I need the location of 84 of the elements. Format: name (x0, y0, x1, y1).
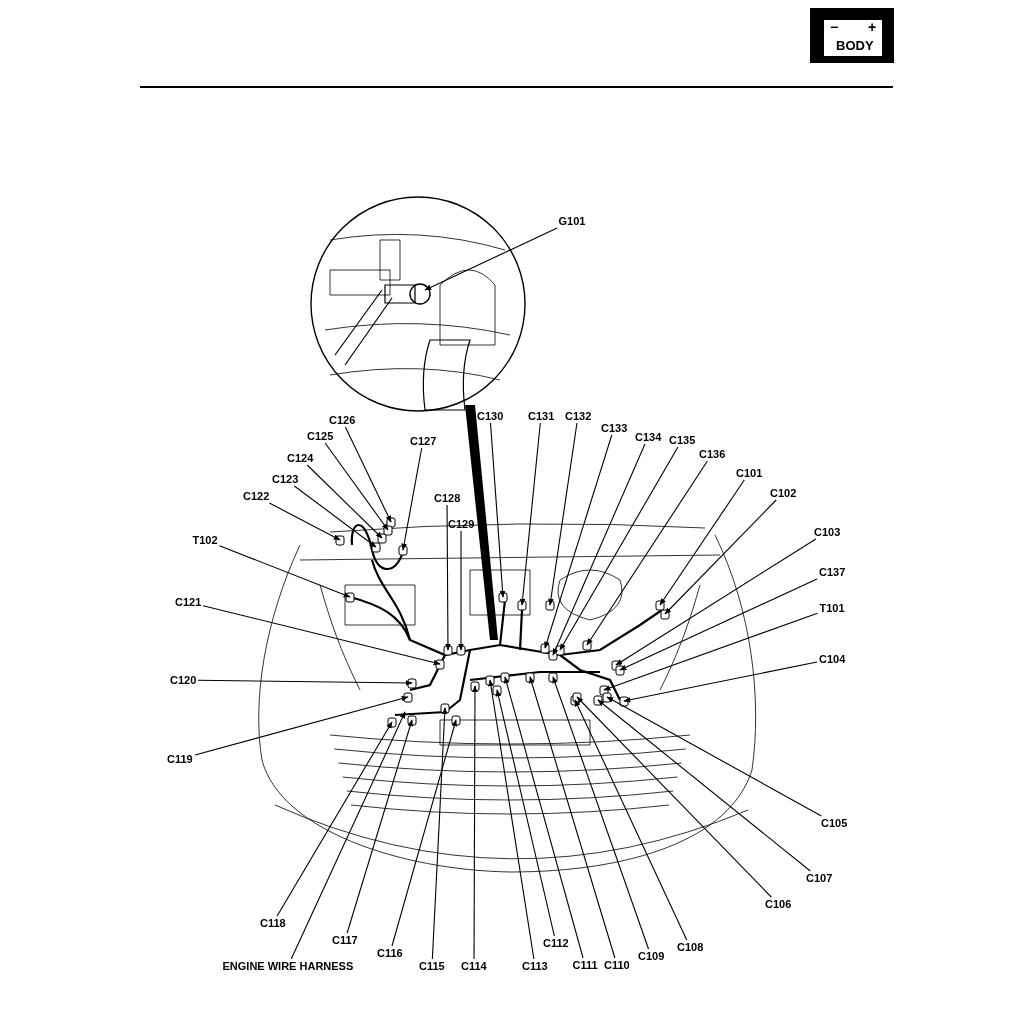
callout-label: C135 (669, 434, 696, 446)
leader-line (552, 443, 646, 656)
callout-label: ENGINE WIRE HARNESS (222, 960, 354, 972)
leader-line (458, 530, 464, 651)
callout-label: C122 (243, 490, 270, 502)
callout-label: C117 (332, 934, 358, 946)
leader-line (544, 434, 613, 649)
callout-label: C137 (819, 566, 846, 578)
callout-label: C108 (677, 941, 704, 953)
leader-line (324, 442, 389, 531)
callout-label: C124 (287, 452, 314, 464)
leader-line (306, 464, 383, 539)
leader-line (586, 460, 708, 646)
leader-line (619, 578, 818, 671)
leader-line (424, 227, 558, 291)
callout-label: C128 (434, 492, 461, 504)
leader-line (472, 685, 478, 960)
callout-label: C127 (410, 435, 437, 447)
callout-label: C115 (419, 960, 445, 972)
callout-label: C119 (167, 753, 193, 765)
callout-label: C107 (806, 872, 833, 884)
leader-line (268, 502, 341, 541)
leader-line (488, 679, 535, 960)
leader-line (597, 699, 811, 872)
leader-line (574, 699, 688, 941)
leader-line (559, 446, 679, 651)
leader-line (504, 676, 584, 959)
leader-line (202, 605, 441, 666)
callout-label: C114 (461, 960, 487, 972)
leader-line (344, 426, 392, 523)
leader-line (495, 689, 555, 937)
callout-label: C105 (821, 817, 848, 829)
callout-label: C130 (477, 410, 504, 422)
polarity-sign: − (830, 20, 839, 35)
leader-line (391, 719, 457, 947)
leader-line (659, 479, 745, 606)
callout-label: C126 (329, 414, 356, 426)
callout-label: C134 (635, 431, 662, 443)
callout-label: C113 (522, 960, 548, 972)
leader-line (401, 447, 423, 551)
callout-label: C111 (572, 959, 598, 971)
leader-line (218, 545, 351, 598)
section-label: BODY (836, 38, 874, 53)
leader-line (431, 707, 448, 960)
callout-label: C109 (638, 950, 665, 962)
leader-line (615, 538, 817, 666)
callout-label: C102 (770, 487, 797, 499)
leader-line (529, 676, 616, 959)
leader-line (623, 661, 818, 703)
callout-label: C101 (736, 467, 763, 479)
leader-line (664, 499, 777, 615)
leader-line (197, 679, 413, 686)
callout-label: C116 (377, 947, 403, 959)
callout-label: C136 (699, 448, 726, 460)
callout-label: C133 (601, 422, 628, 434)
callout-label: C106 (765, 898, 792, 910)
callout-label: C120 (170, 674, 197, 686)
callout-label: T102 (192, 534, 218, 546)
callout-label: C118 (260, 917, 286, 929)
leader-line (293, 485, 377, 548)
leader-line (276, 721, 393, 917)
callout-label: C125 (307, 430, 334, 442)
callout-label: C103 (814, 526, 841, 538)
polarity-sign: + (868, 20, 877, 35)
callout-label: C132 (565, 410, 592, 422)
leader-line (548, 422, 578, 606)
callout-label: C131 (528, 410, 555, 422)
leader-line (290, 711, 406, 960)
leader-line (194, 695, 409, 756)
leader-line (603, 612, 819, 691)
callout-label: T101 (819, 602, 845, 614)
callout-label: C104 (819, 653, 846, 665)
callout-label: C121 (175, 596, 202, 608)
leader-line (489, 422, 506, 598)
leader-line (346, 719, 413, 934)
leader-line (552, 676, 650, 950)
callout-label: C112 (543, 937, 569, 949)
callout-label: C123 (272, 473, 299, 485)
callout-label: C110 (604, 959, 630, 971)
leader-line (445, 504, 451, 651)
leader-line (606, 696, 822, 817)
leader-line (519, 422, 541, 606)
callout-label: G101 (558, 215, 586, 227)
leader-line (576, 696, 772, 898)
